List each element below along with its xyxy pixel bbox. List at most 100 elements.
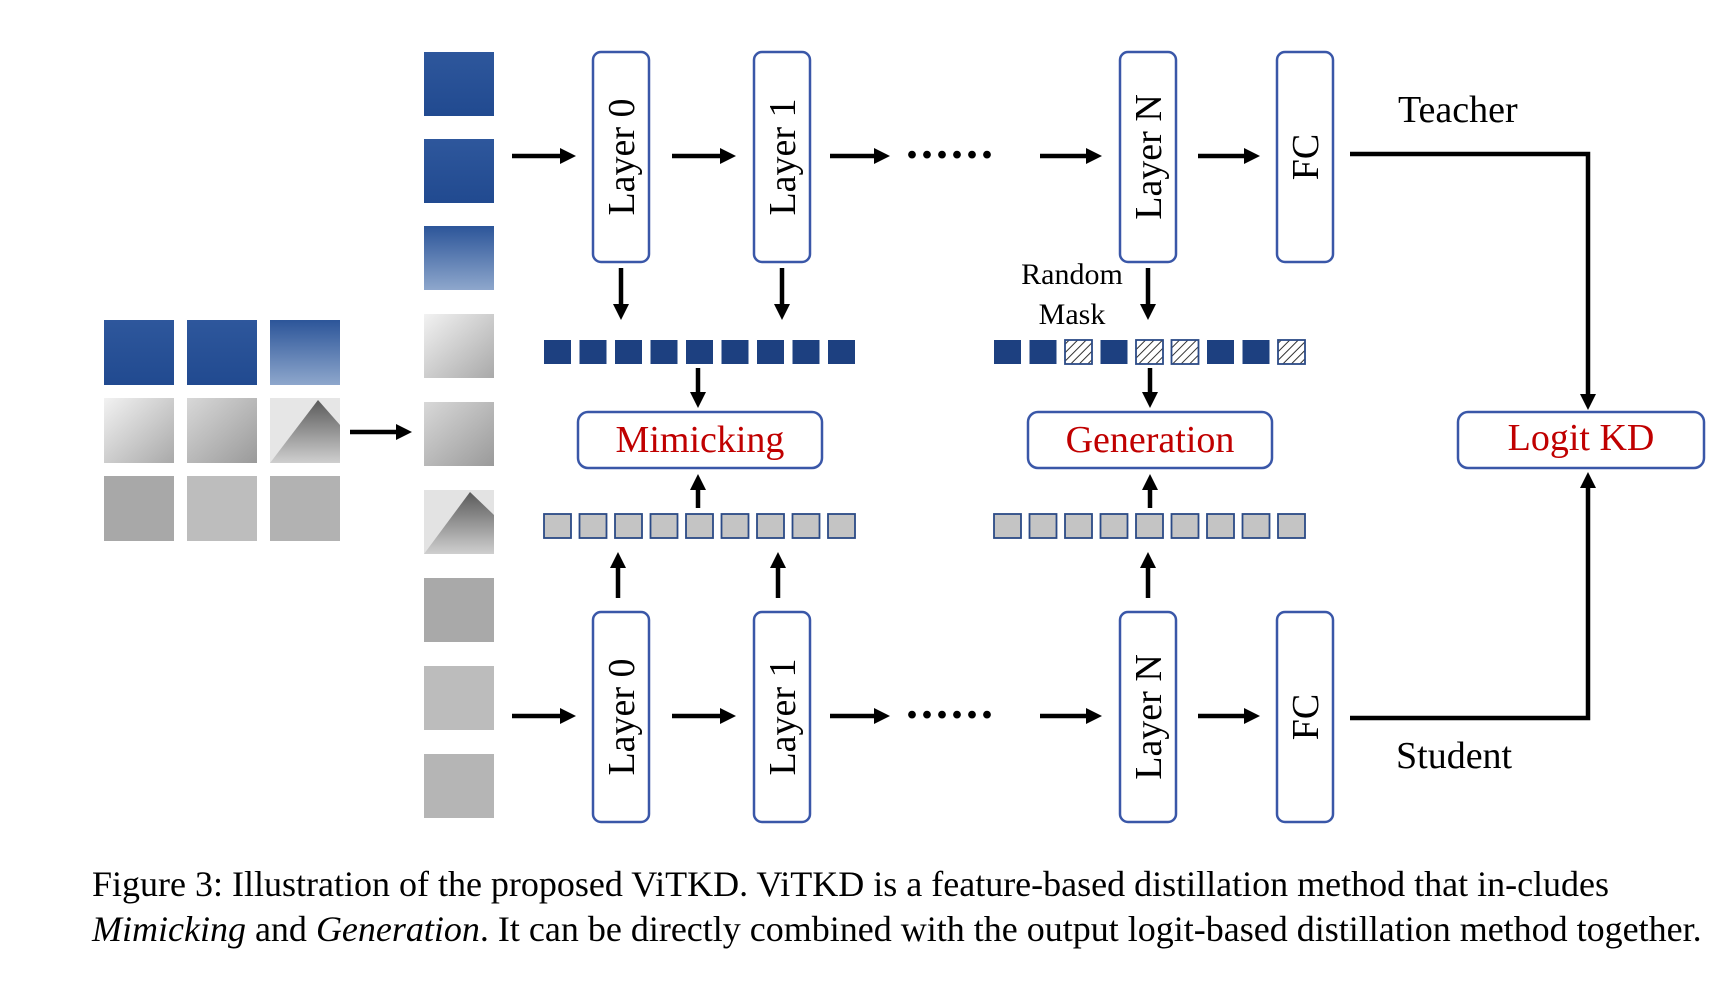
feature-token [792, 340, 820, 364]
masked-token [1135, 339, 1164, 365]
student-layer-n: Layer N [1118, 610, 1178, 824]
arrow [1142, 474, 1158, 508]
student-layer-0: Layer 0 [591, 610, 651, 824]
teacher-label: Teacher [1398, 89, 1518, 131]
patch-cloud [187, 476, 257, 541]
feature-token [1100, 340, 1128, 364]
arrow [672, 708, 736, 724]
arrow [690, 474, 706, 508]
feature-token [579, 340, 607, 364]
caption-suffix: . It can be directly combined with the o… [479, 909, 1702, 949]
student-fc-label: FC [1285, 694, 1327, 740]
feature-token [1064, 513, 1093, 539]
feature-token [791, 513, 821, 539]
feature-token [650, 340, 678, 364]
feature-token [1206, 513, 1235, 539]
patch-tile [424, 402, 494, 466]
feature-token [827, 513, 856, 539]
feature-token [1207, 340, 1234, 364]
patch-cloud [104, 476, 174, 541]
feature-token [1028, 513, 1058, 539]
patch-sequence [424, 52, 494, 818]
feature-token [1099, 513, 1129, 539]
feature-token [1277, 513, 1306, 539]
feature-token [994, 340, 1021, 364]
feature-token [578, 513, 608, 539]
feature-token [1029, 340, 1057, 364]
feature-token [614, 513, 643, 539]
arrow-patches-to-student [512, 708, 576, 724]
feature-token [828, 340, 855, 364]
student-layer-n-label: Layer N [1128, 654, 1170, 780]
arrow-student-layer1-up [770, 552, 786, 598]
arrow [1040, 148, 1102, 164]
student-to-logit-kd-connector [1350, 472, 1596, 721]
teacher-layer-1: Layer 1 [752, 50, 812, 264]
feature-token [757, 340, 784, 364]
feature-token [993, 513, 1022, 539]
patch-sky [187, 320, 257, 385]
arrow [1142, 368, 1158, 408]
teacher-layer-n-label: Layer N [1128, 94, 1170, 220]
teacher-layer-0-label: Layer 0 [601, 98, 643, 215]
arrow [830, 148, 890, 164]
mimicking-teacher-tokens [544, 340, 855, 364]
arrow-student-layer0-up [610, 552, 626, 598]
arrow [690, 368, 706, 408]
patch-tile [424, 226, 494, 290]
feature-token [544, 340, 571, 364]
logit-kd-module: Logit KD [1456, 410, 1706, 470]
arrow [1040, 708, 1102, 724]
arrow [1198, 148, 1260, 164]
feature-token [1170, 513, 1200, 539]
feature-token [1135, 513, 1164, 539]
student-layer-1: Layer 1 [752, 610, 812, 824]
caption-mid: and [245, 909, 316, 949]
feature-token [1241, 513, 1271, 539]
feature-token [649, 513, 679, 539]
mimicking-student-tokens [543, 513, 856, 539]
vitkd-diagram: Layer 0 Layer 1 ...... Layer N FC Teache… [104, 50, 1706, 824]
patch-cloud [270, 476, 340, 541]
feature-token [1242, 340, 1270, 364]
arrow-teacher-layer1-down [774, 268, 790, 320]
student-fc: FC [1275, 610, 1335, 824]
teacher-to-logit-kd-connector [1350, 151, 1596, 410]
masked-token [1064, 339, 1093, 365]
caption-generation: Generation [315, 909, 480, 949]
arrow-grid-to-patches [350, 424, 412, 440]
feature-token [685, 513, 714, 539]
student-ellipsis: ...... [906, 676, 996, 729]
caption-mimicking: Mimicking [92, 909, 246, 949]
masked-token [1277, 339, 1306, 365]
teacher-layer-1-label: Layer 1 [762, 98, 804, 215]
mimicking-module: Mimicking [576, 410, 824, 470]
teacher-layer-n: Layer N [1118, 50, 1178, 264]
arrow [1198, 708, 1260, 724]
patch-tile [424, 754, 494, 818]
student-layer-1-label: Layer 1 [762, 658, 804, 775]
patch-cloud [187, 398, 257, 463]
generation-module: Generation [1026, 410, 1274, 470]
patch-sky-cloud [270, 320, 340, 385]
student-layer-0-label: Layer 0 [601, 658, 643, 775]
patch-tile [424, 139, 494, 203]
teacher-ellipsis: ...... [906, 116, 996, 169]
logit-kd-label: Logit KD [1508, 417, 1655, 459]
input-image-grid [104, 320, 340, 541]
feature-token [721, 340, 749, 364]
feature-token [686, 340, 713, 364]
arrow [830, 708, 890, 724]
patch-tile [424, 490, 494, 554]
figure-caption: Figure 3: Illustration of the proposed V… [92, 862, 1712, 952]
patch-tile [424, 52, 494, 116]
generation-student-tokens [993, 513, 1306, 539]
teacher-branch: Layer 0 Layer 1 ...... Layer N FC Teache… [512, 50, 1596, 410]
masked-token [1170, 339, 1200, 365]
teacher-layer-0: Layer 0 [591, 50, 651, 264]
patch-peak [270, 398, 340, 463]
arrow-student-layern-up [1140, 552, 1156, 598]
arrow-patches-to-teacher [512, 148, 576, 164]
teacher-fc: FC [1275, 50, 1335, 264]
arrow-teacher-layer0-down [613, 268, 629, 320]
